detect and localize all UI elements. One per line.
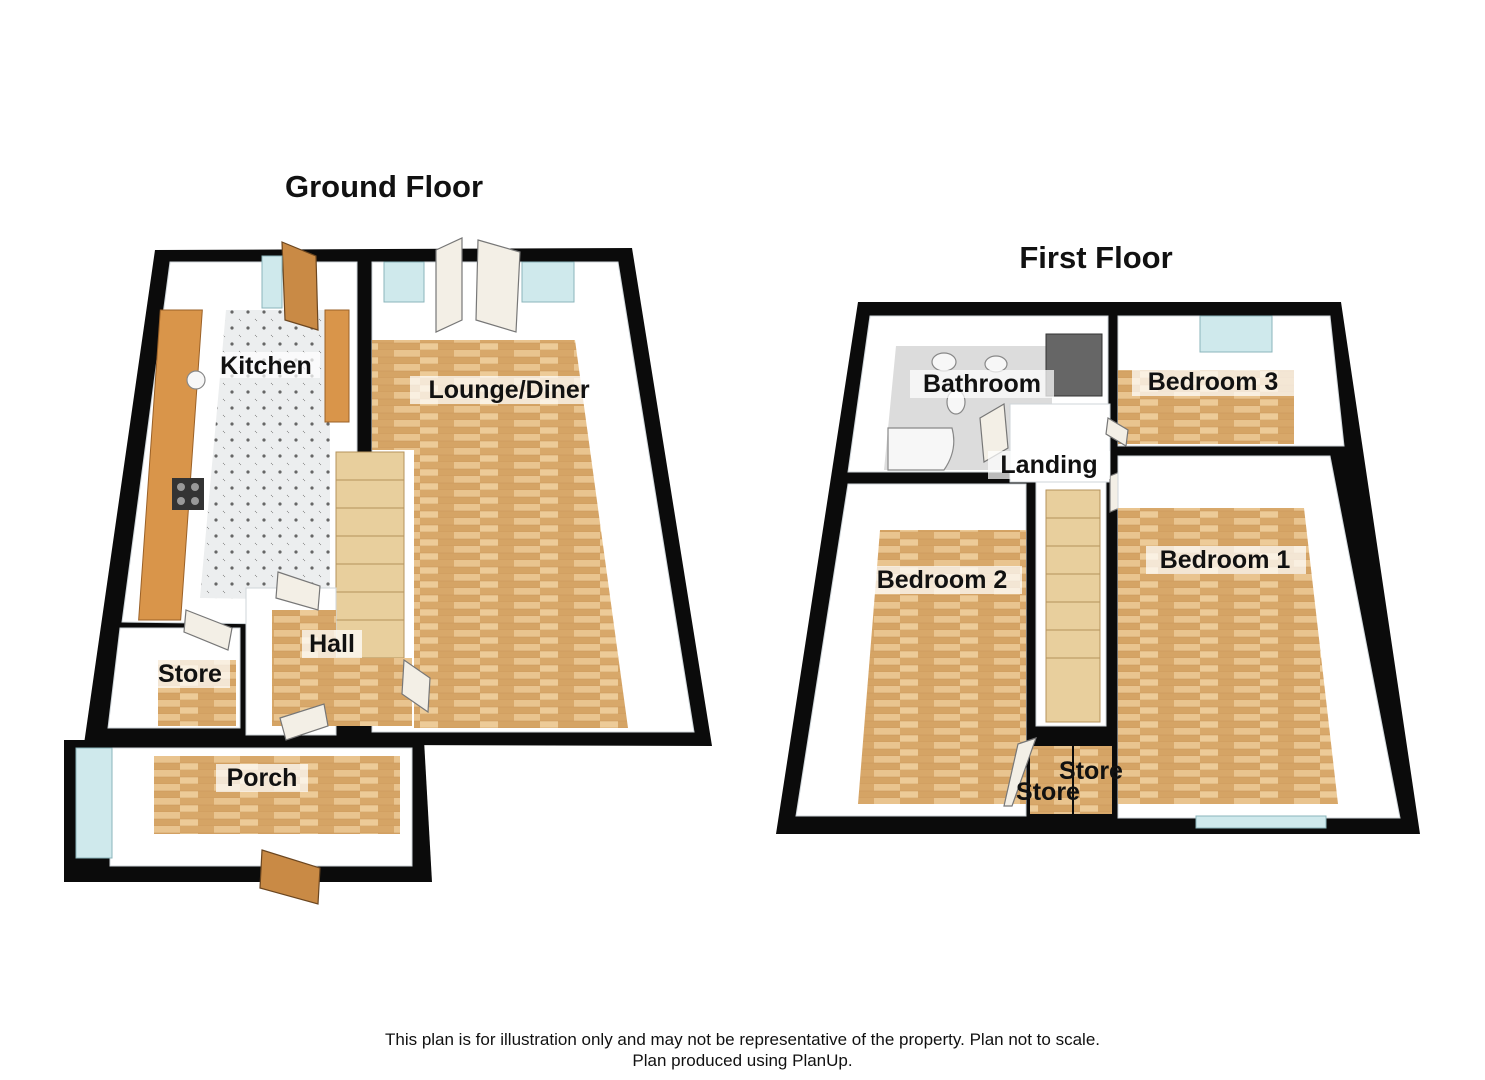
lounge-window-left-icon <box>383 261 425 303</box>
disclaimer-line-2: Plan produced using PlanUp. <box>632 1051 853 1070</box>
hall-lounge-door-icon <box>401 658 431 714</box>
lounge-window-right-icon <box>521 261 575 303</box>
room-label-lounge-diner: Lounge/Diner <box>428 376 589 404</box>
porch-window-icon <box>75 747 113 859</box>
room-label-store: Store <box>158 660 222 688</box>
room-label-bedroom-1: Bedroom 1 <box>1160 546 1291 574</box>
room-label-kitchen: Kitchen <box>220 352 312 380</box>
store-b-floor <box>1074 746 1112 814</box>
room-label-bedroom-3: Bedroom 3 <box>1148 368 1279 396</box>
store-door-icon <box>183 609 233 651</box>
ground-floor <box>64 237 712 905</box>
bedroom-1-floor <box>1118 508 1338 804</box>
porch-hall-door-icon <box>279 703 329 741</box>
patio-door-right-icon <box>475 239 521 333</box>
kitchen-back-door-icon <box>281 241 319 331</box>
room-label-bedroom-2: Bedroom 2 <box>877 566 1008 594</box>
room-label-porch: Porch <box>227 764 298 792</box>
shower-icon <box>1045 333 1103 397</box>
store-door-icon-2 <box>1003 737 1037 807</box>
basin-icon <box>931 352 957 372</box>
first-stairs-icon <box>1045 489 1101 723</box>
room-label-landing: Landing <box>1000 451 1097 479</box>
bathroom-door-icon <box>979 403 1009 463</box>
lounge-diner-floor <box>372 340 628 728</box>
ground-stairs-icon <box>335 451 405 659</box>
disclaimer-line-1: This plan is for illustration only and m… <box>384 1030 1100 1049</box>
room-label-hall: Hall <box>309 630 355 658</box>
kitchen-window-icon <box>261 255 283 309</box>
bedroom-2-floor <box>858 530 1026 804</box>
kitchen-worktop-right <box>324 309 350 423</box>
disclaimer: This plan is for illustration only and m… <box>0 1029 1485 1071</box>
room-label-store-b: Store <box>1016 778 1080 806</box>
store-a-floor <box>1030 746 1072 814</box>
porch-floor <box>154 756 400 834</box>
kitchen-floor <box>200 310 330 600</box>
room-label-bathroom: Bathroom <box>923 370 1041 398</box>
hob-icon <box>172 478 204 510</box>
patio-door-left-icon <box>435 237 463 333</box>
front-door-icon <box>259 849 321 905</box>
sink-icon <box>186 370 206 390</box>
bedroom-3-door-icon <box>1105 417 1129 447</box>
hall-kitchen-door-icon <box>275 571 321 611</box>
kitchen-worktop-left <box>138 309 203 621</box>
bedroom-1-window-icon <box>1195 815 1327 829</box>
ground-floor-title: Ground Floor <box>285 169 483 204</box>
bedroom-3-window-icon <box>1199 315 1273 353</box>
room-label-store-a: Store <box>1059 757 1123 785</box>
bath-icon <box>887 427 955 471</box>
first-floor-title: First Floor <box>1019 240 1172 275</box>
first-floor <box>776 302 1420 834</box>
